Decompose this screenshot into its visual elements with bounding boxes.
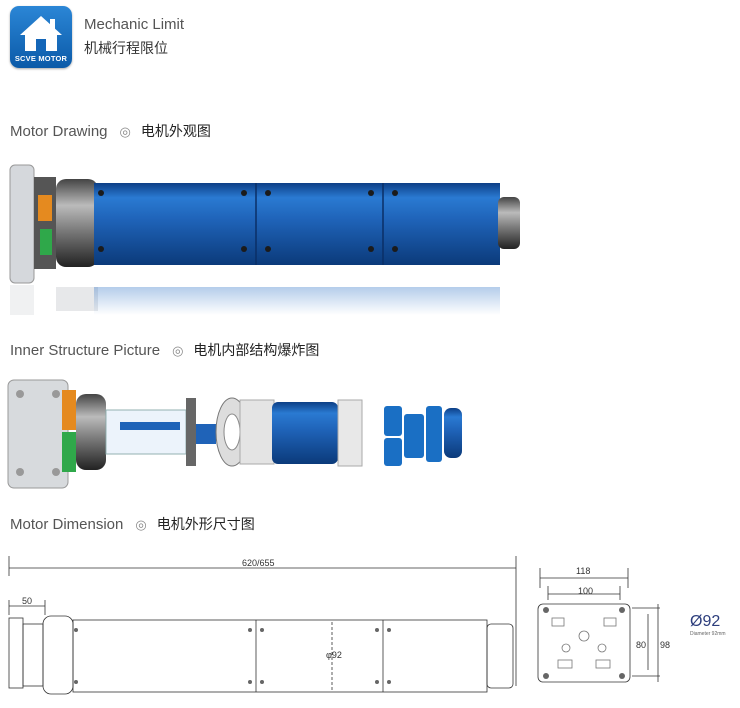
house-icon xyxy=(20,16,62,51)
dim-bracket-height-inner: 80 xyxy=(636,640,647,650)
ring-icon: ◎ xyxy=(135,517,147,532)
dim-tube-diameter: φ92 xyxy=(326,650,342,660)
ring-icon: ◎ xyxy=(172,343,184,358)
motor-drawing xyxy=(9,164,520,315)
diameter-symbol: Ø92 xyxy=(690,613,721,630)
section-title-cn: 电机外形尺寸图 xyxy=(156,517,255,533)
section-title-cn: 电机外观图 xyxy=(140,124,211,140)
section-title-cn: 电机内部结构爆炸图 xyxy=(193,343,320,359)
dim-bracket-outer: 118 xyxy=(576,566,591,576)
section-title-en: Motor Drawing xyxy=(10,123,108,140)
section-title-motor-drawing: Motor Drawing ◎ 电机外观图 xyxy=(10,121,211,141)
dimension-drawing xyxy=(8,556,660,695)
page-title: Mechanic Limit xyxy=(84,16,185,33)
page-subtitle: 机械行程限位 xyxy=(84,41,168,57)
diameter-note: Diameter 92mm xyxy=(690,631,726,637)
dim-bracket-inner: 100 xyxy=(578,586,594,596)
section-title-en: Motor Dimension xyxy=(10,516,124,533)
ring-icon: ◎ xyxy=(119,124,131,139)
brand-logo: SCVE MOTOR xyxy=(10,6,72,68)
dim-head: 50 xyxy=(22,596,33,606)
exploded-view xyxy=(7,379,462,489)
dim-length: 620/655 xyxy=(242,558,275,568)
section-title-inner-structure: Inner Structure Picture ◎ 电机内部结构爆炸图 xyxy=(10,340,319,360)
dim-bracket-height-outer: 98 xyxy=(660,640,671,650)
section-title-en: Inner Structure Picture xyxy=(10,342,161,359)
logo-text: SCVE MOTOR xyxy=(14,54,68,63)
section-title-motor-dimension: Motor Dimension ◎ 电机外形尺寸图 xyxy=(10,514,255,534)
